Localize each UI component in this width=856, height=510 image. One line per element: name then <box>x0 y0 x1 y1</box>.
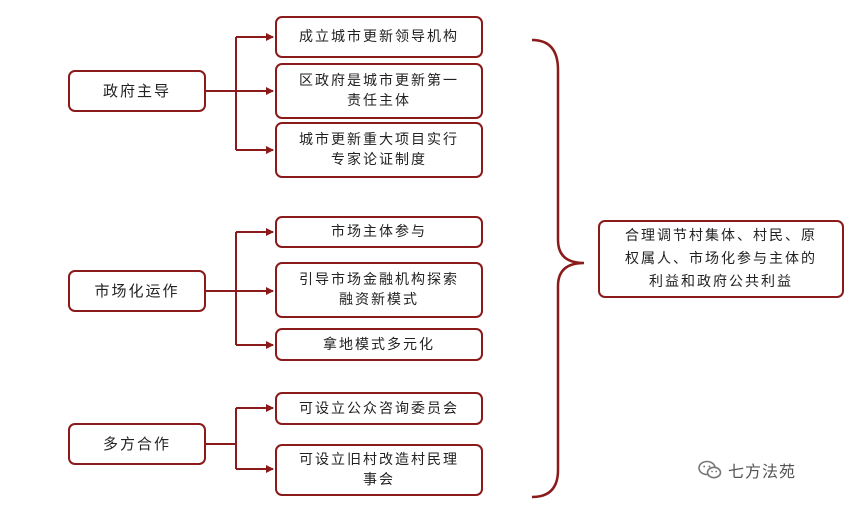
wechat-icon <box>698 460 722 479</box>
item-box-2-3: 拿地模式多元化 <box>275 328 483 361</box>
item-text-line: 责任主体 <box>347 93 411 109</box>
item-text-line: 城市更新重大项目实行 <box>299 132 459 148</box>
category-label: 多方合作 <box>102 435 171 453</box>
category-box-market-operation: 市场化运作 <box>68 270 206 312</box>
result-box: 合理调节村集体、村民、原 权属人、市场化参与主体的 利益和政府公共利益 <box>598 220 844 298</box>
item-box-3-1: 可设立公众咨询委员会 <box>275 392 483 425</box>
item-text-line: 区政府是城市更新第一 <box>299 73 459 89</box>
item-box-2-2: 引导市场金融机构探索 融资新模式 <box>275 262 483 318</box>
result-text-line: 合理调节村集体、村民、原 <box>625 227 817 244</box>
item-text-line: 成立城市更新领导机构 <box>299 29 459 45</box>
item-text-line: 市场主体参与 <box>331 224 427 240</box>
item-text-line: 拿地模式多元化 <box>323 336 435 353</box>
item-box-1-3: 城市更新重大项目实行 专家论证制度 <box>275 122 483 178</box>
item-box-1-1: 成立城市更新领导机构 <box>275 16 483 58</box>
result-text-line: 权属人、市场化参与主体的 <box>625 250 817 267</box>
item-text-line: 引导市场金融机构探索 <box>299 272 459 288</box>
watermark: 七方法苑 <box>698 456 796 484</box>
category-label: 政府主导 <box>102 82 171 100</box>
item-text-line: 可设立旧村改造村民理 <box>299 452 459 468</box>
watermark-text: 七方法苑 <box>728 462 797 481</box>
item-text-line: 专家论证制度 <box>331 152 427 168</box>
category-label: 市场化运作 <box>94 282 180 300</box>
item-text-line: 融资新模式 <box>339 292 419 308</box>
item-box-1-2: 区政府是城市更新第一 责任主体 <box>275 63 483 119</box>
item-box-3-2: 可设立旧村改造村民理 事会 <box>275 444 483 496</box>
item-box-2-1: 市场主体参与 <box>275 216 483 248</box>
result-text-line: 利益和政府公共利益 <box>649 273 793 290</box>
brace-connector <box>531 38 585 499</box>
item-text-line: 可设立公众咨询委员会 <box>299 400 459 417</box>
item-text-line: 事会 <box>363 472 395 488</box>
category-box-government-led: 政府主导 <box>68 70 206 112</box>
category-box-multi-party-cooperation: 多方合作 <box>68 423 206 465</box>
